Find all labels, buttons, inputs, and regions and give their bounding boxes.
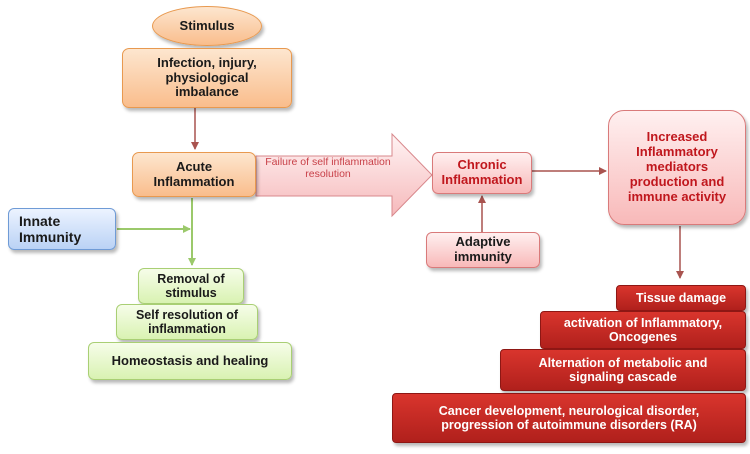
infection-node: Infection, injury, physiological imbalan… [122,48,292,108]
self-resolution-node: Self resolution of inflammation [116,304,258,340]
outcome-cancer-neurological: Cancer development, neurological disorde… [392,393,746,443]
homeostasis-node: Homeostasis and healing [88,342,292,380]
mediators-node: Increased Inflammatory mediators product… [608,110,746,225]
removal-of-stimulus-node: Removal of stimulus [138,268,244,304]
outcome-oncogene-activation: activation of Inflammatory, Oncogenes [540,311,746,349]
innate-immunity-node: Innate Immunity [8,208,116,250]
failure-big-arrow [255,132,433,218]
failure-arrow-label: Failure of self inflammation resolution [265,156,391,181]
acute-inflammation-node: Acute Inflammation [132,152,256,197]
outcome-tissue-damage: Tissue damage [616,285,746,311]
chronic-inflammation-node: Chronic Inflammation [432,152,532,194]
outcome-signaling-cascade: Alternation of metabolic and signaling c… [500,349,746,391]
stimulus-node: Stimulus [152,6,262,46]
adaptive-immunity-node: Adaptive immunity [426,232,540,268]
